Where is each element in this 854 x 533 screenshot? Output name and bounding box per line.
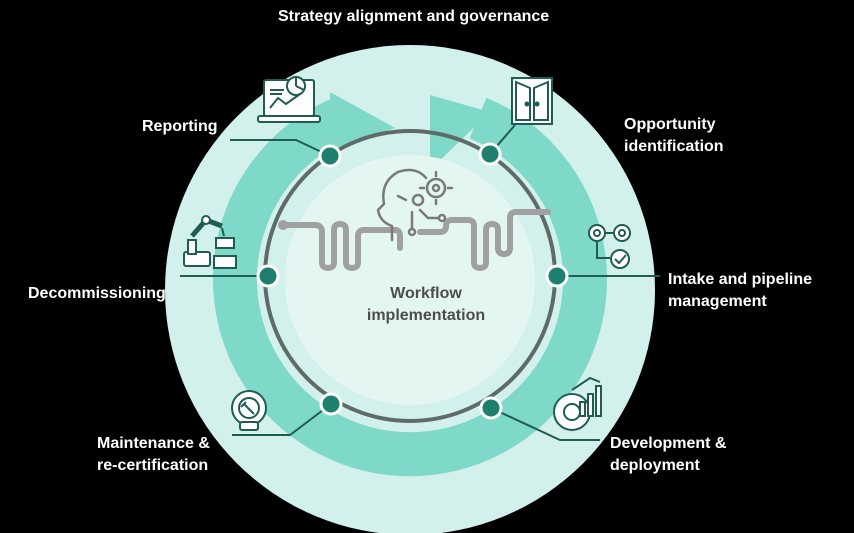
process-gears-icon	[588, 224, 631, 269]
stage-label-intake: Intake and pipeline management	[668, 271, 813, 310]
node-development	[479, 396, 503, 420]
cycle-arrow-head	[330, 92, 395, 150]
ai-head-gears-icon	[376, 168, 454, 242]
center-label: Workflow implementation	[366, 285, 486, 324]
robot-arm-icon	[183, 215, 237, 269]
gear-chart-icon	[553, 376, 602, 431]
stage-label-maintenance: Maintenance & re-certification	[97, 435, 210, 474]
node-intake	[545, 264, 569, 288]
node-maintenance	[319, 392, 343, 416]
stage-label-development: Development & deployment	[610, 435, 727, 474]
leader-lines	[180, 124, 660, 441]
dashboard-laptop-icon	[257, 76, 321, 123]
node-decommissioning	[256, 264, 280, 288]
gear-wrench-icon	[231, 390, 267, 431]
cycle-arrow-band	[213, 97, 607, 477]
open-door-icon	[511, 77, 553, 125]
stage-label-decommissioning: Decommissioning	[28, 285, 166, 302]
diagram-title: Strategy alignment and governance	[278, 8, 550, 25]
node-reporting	[318, 144, 342, 168]
workflow-endpoint	[278, 220, 288, 230]
cycle-arrow-head-2	[430, 95, 490, 170]
ring-nodes	[256, 142, 569, 420]
node-opportunity	[478, 142, 502, 166]
inner-core	[285, 155, 535, 405]
workflow-path	[280, 209, 551, 272]
stage-label-reporting: Reporting	[142, 118, 218, 135]
stage-label-opportunity: Opportunity identification	[624, 116, 724, 155]
